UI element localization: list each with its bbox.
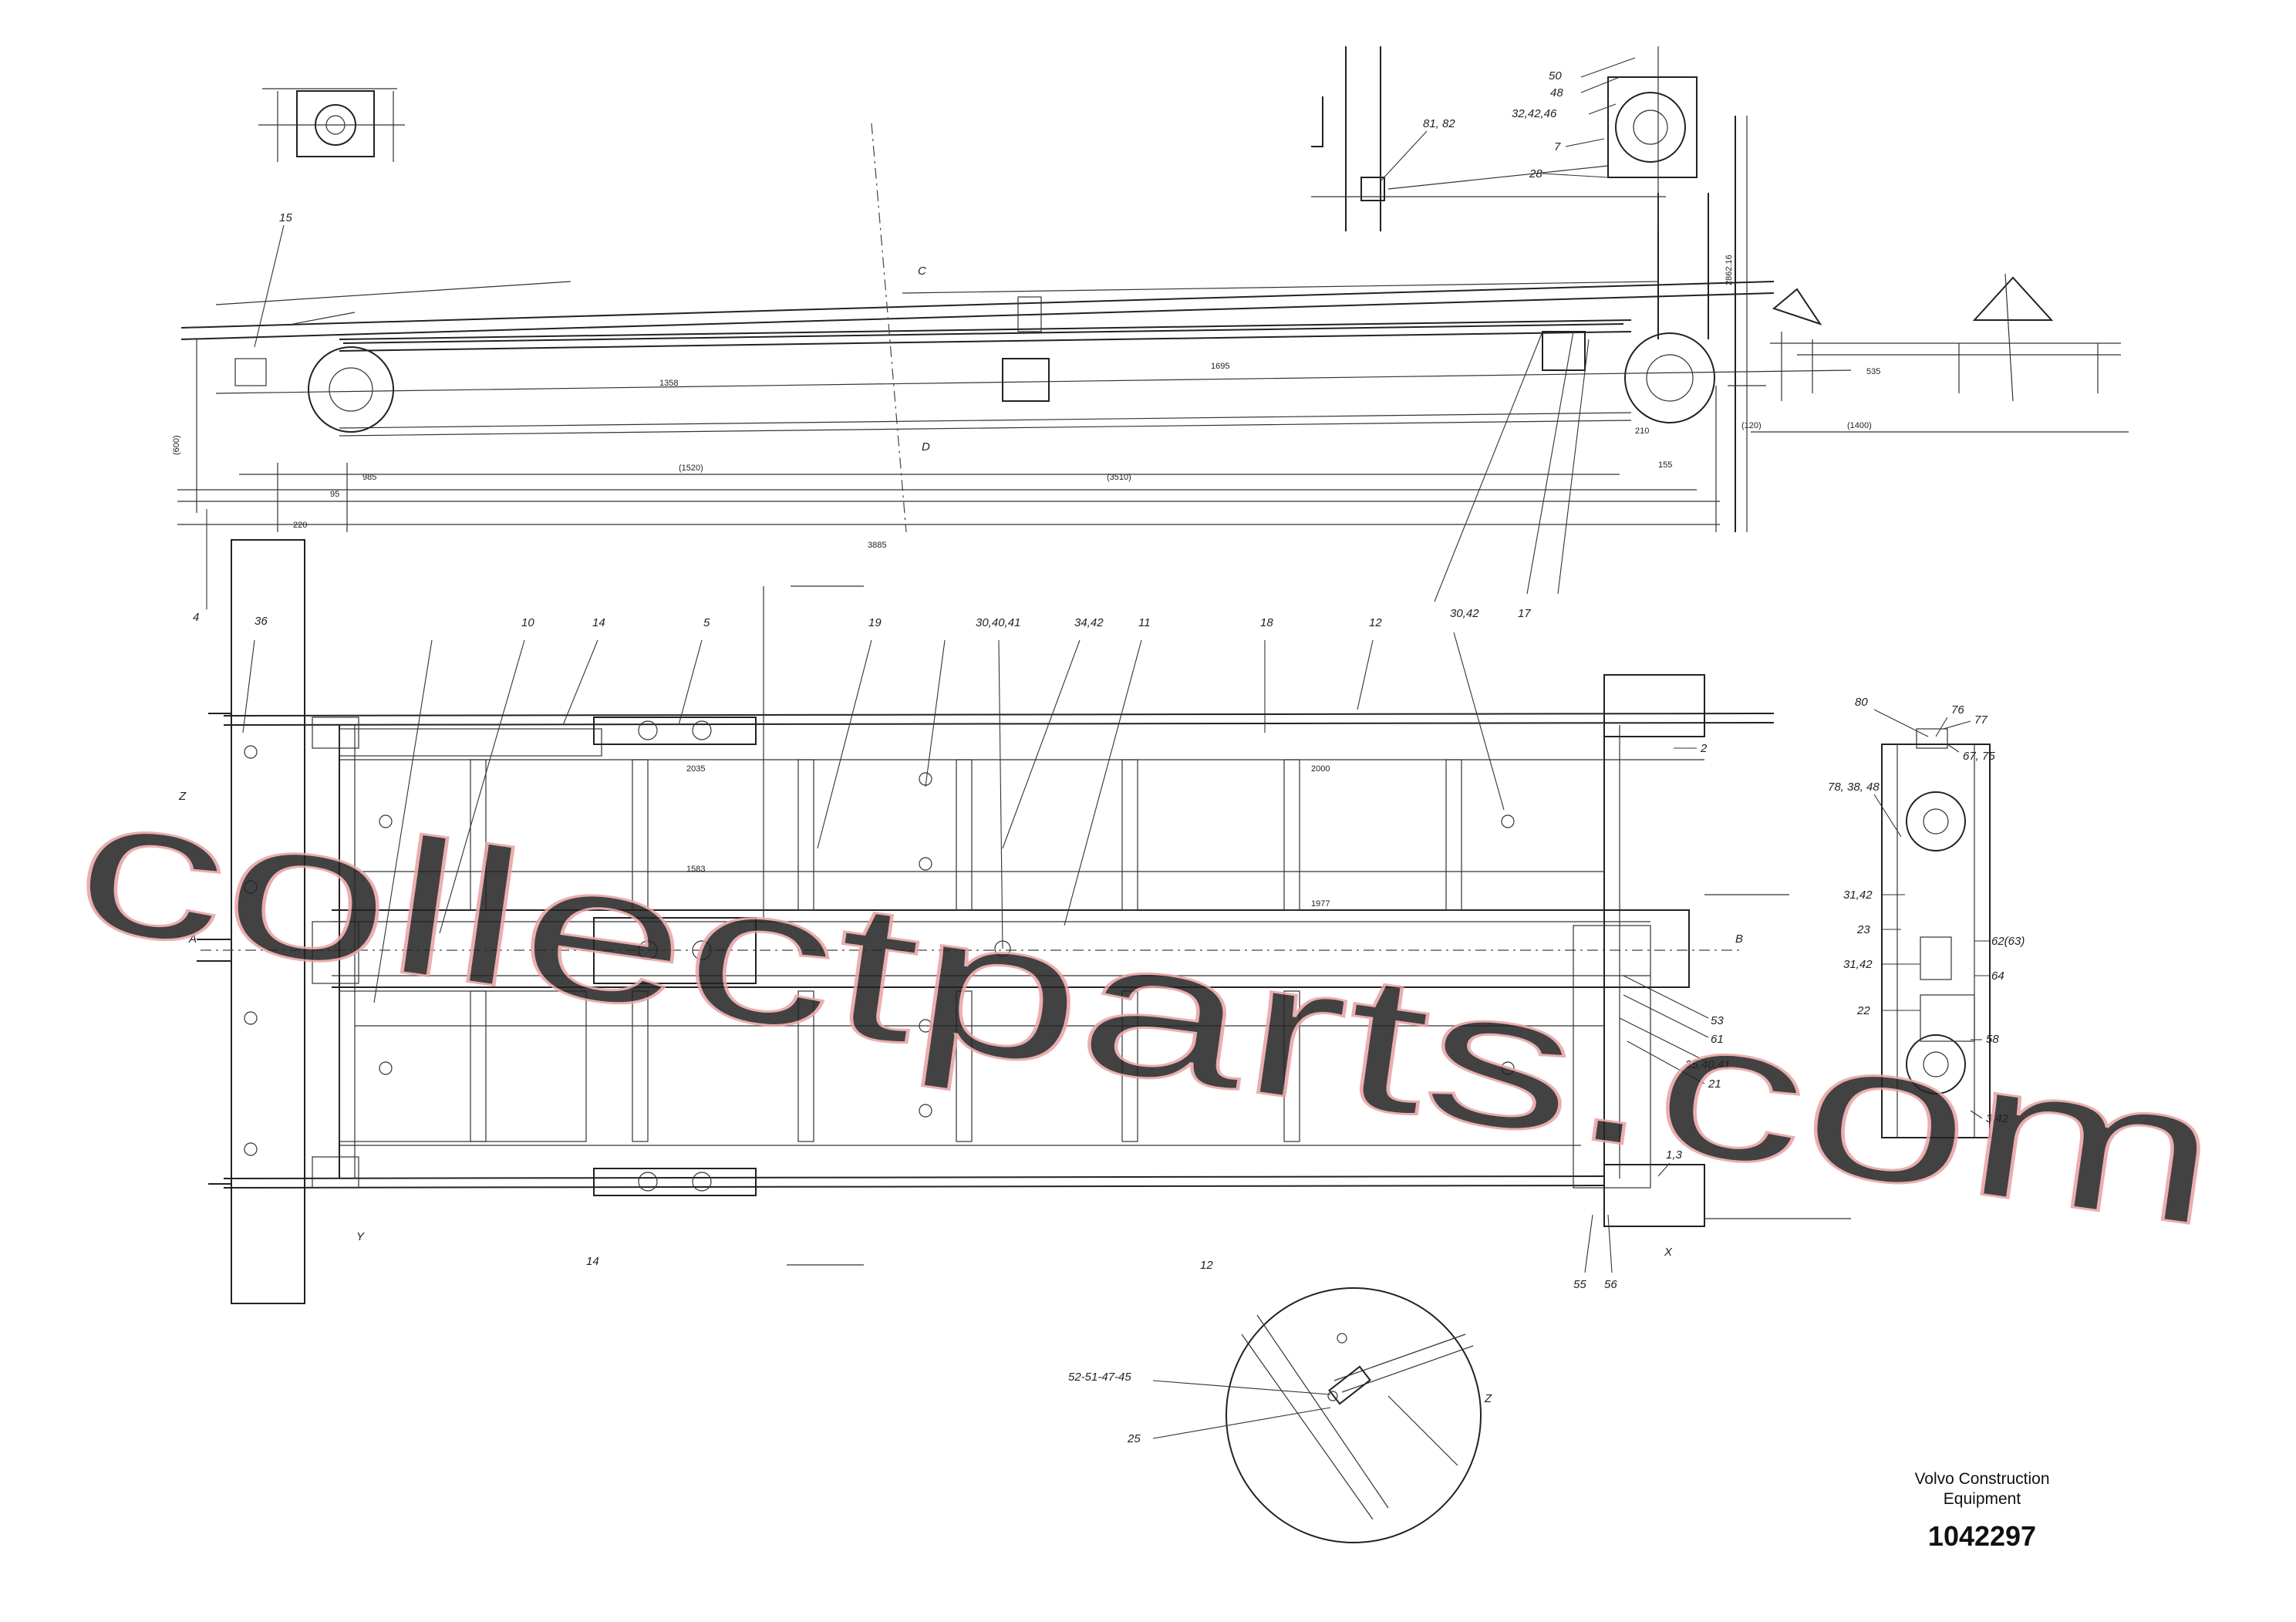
callout-12-bottom: 12: [1200, 1259, 1213, 1272]
callout-23: 23: [1856, 923, 1870, 936]
section-marker-a: A: [188, 932, 197, 946]
callout-34-42: 34,42: [1074, 616, 1104, 629]
callout-53: 53: [1711, 1014, 1724, 1027]
callout-52-51-47-45: 52-51-47-45: [1068, 1371, 1131, 1384]
callout-14: 14: [592, 616, 605, 629]
callout-19: 19: [868, 616, 882, 629]
callout-1-3: 1,3: [1666, 1148, 1683, 1162]
callout-10: 10: [521, 616, 534, 629]
dim-95: 95: [330, 490, 339, 499]
callout-30-42: 30,42: [1450, 607, 1479, 620]
bearing-detail-top: [1311, 46, 1698, 231]
callout-31-42-b: 31,42: [1843, 958, 1873, 971]
dim-2035: 2035: [686, 764, 705, 774]
callout-50: 50: [1549, 69, 1562, 83]
callout-labels: 15 4 36 10 14 5 19 30,40,41 34,42 11 18 …: [193, 69, 2025, 1445]
watermark: collectparts.com: [64, 753, 2233, 1266]
callout-17: 17: [1518, 607, 1531, 620]
dim-3510: (3510): [1107, 473, 1131, 482]
part-number: 1042297: [1927, 1520, 2037, 1552]
callout-31-42-a: 31,42: [1843, 889, 1873, 902]
bearing-detail-top-left: [258, 88, 405, 162]
dim-1358: 1358: [659, 379, 678, 388]
callout-58: 58: [1986, 1033, 1999, 1046]
callout-67-75: 67, 75: [1963, 750, 1995, 763]
callout-56: 56: [1604, 1278, 1617, 1291]
dim-1583: 1583: [686, 865, 705, 874]
callout-61: 61: [1711, 1033, 1724, 1046]
callout-48: 48: [1550, 86, 1563, 99]
dim-1520: (1520): [679, 464, 703, 473]
callout-77: 77: [1974, 713, 1988, 727]
callout-21: 21: [1708, 1077, 1721, 1091]
callout-z-detail: Z: [1484, 1392, 1492, 1405]
dim-2000: 2000: [1311, 764, 1330, 774]
company-name: Volvo Construction Equipment: [1914, 1470, 2050, 1508]
callout-11: 11: [1138, 616, 1151, 629]
callout-28: 28: [1529, 167, 1542, 180]
dim-1400: (1400): [1847, 421, 1872, 430]
section-marker-c: C: [918, 265, 926, 278]
callout-22: 22: [1856, 1004, 1870, 1017]
conveyor-plan-view: A B X Y Z 2035 2000 1977 1583: [178, 539, 1851, 1304]
callout-5: 5: [703, 616, 710, 629]
callout-76: 76: [1951, 703, 1964, 717]
callout-62-63: 62(63): [1991, 935, 2025, 948]
callout-7: 7: [1554, 140, 1561, 153]
section-marker-x: X: [1664, 1246, 1673, 1259]
callout-81-82: 81, 82: [1423, 117, 1455, 130]
section-marker-z: Z: [178, 790, 187, 803]
callout-80: 80: [1855, 696, 1868, 709]
section-marker-y: Y: [356, 1230, 365, 1243]
dim-155: 155: [1658, 460, 1672, 470]
callout-55: 55: [1573, 1278, 1586, 1291]
dim-120: (120): [1741, 421, 1762, 430]
callout-32-42-46: 32,42,46: [1512, 107, 1557, 120]
callout-30-40-41: 30,40,41: [976, 616, 1020, 629]
title-block: Volvo Construction Equipment 1042297: [1882, 1469, 2082, 1553]
dim-1977: 1977: [1311, 899, 1330, 909]
callout-15: 15: [279, 211, 292, 224]
callout-25: 25: [1127, 1432, 1141, 1445]
zoom-circle-detail: [1226, 1287, 1482, 1543]
callout-14-bottom: 14: [586, 1255, 599, 1268]
section-marker-d: D: [922, 440, 930, 454]
callout-4: 4: [193, 611, 199, 624]
callout-78-38-48: 78, 38, 48: [1828, 781, 1880, 794]
leader-lines: [206, 57, 1990, 1439]
callout-2: 2: [1700, 742, 1708, 755]
callout-12: 12: [1369, 616, 1382, 629]
dim-985: 985: [362, 473, 376, 482]
dim-600: (600): [172, 435, 181, 455]
callout-3-42: 3,42: [1986, 1112, 2009, 1125]
callout-35-40-41: 35,40,41: [1685, 1058, 1730, 1071]
section-detail-right: 535 (120) (1400): [1741, 273, 2129, 433]
section-marker-b: B: [1735, 932, 1743, 946]
dim-535: 535: [1866, 367, 1880, 376]
dim-220: 220: [293, 521, 307, 530]
callout-18: 18: [1260, 616, 1273, 629]
callout-64: 64: [1991, 969, 2004, 983]
svg-text:2862.16: 2862.16: [1725, 255, 1734, 285]
dim-3885: 3885: [868, 541, 886, 550]
dim-210: 210: [1635, 427, 1649, 436]
dim-1695: 1695: [1211, 362, 1229, 371]
conveyor-side-view: 2862.16 C D 220 3885 95 985 (1520) 1358 …: [172, 116, 1852, 550]
callout-36: 36: [255, 615, 268, 628]
